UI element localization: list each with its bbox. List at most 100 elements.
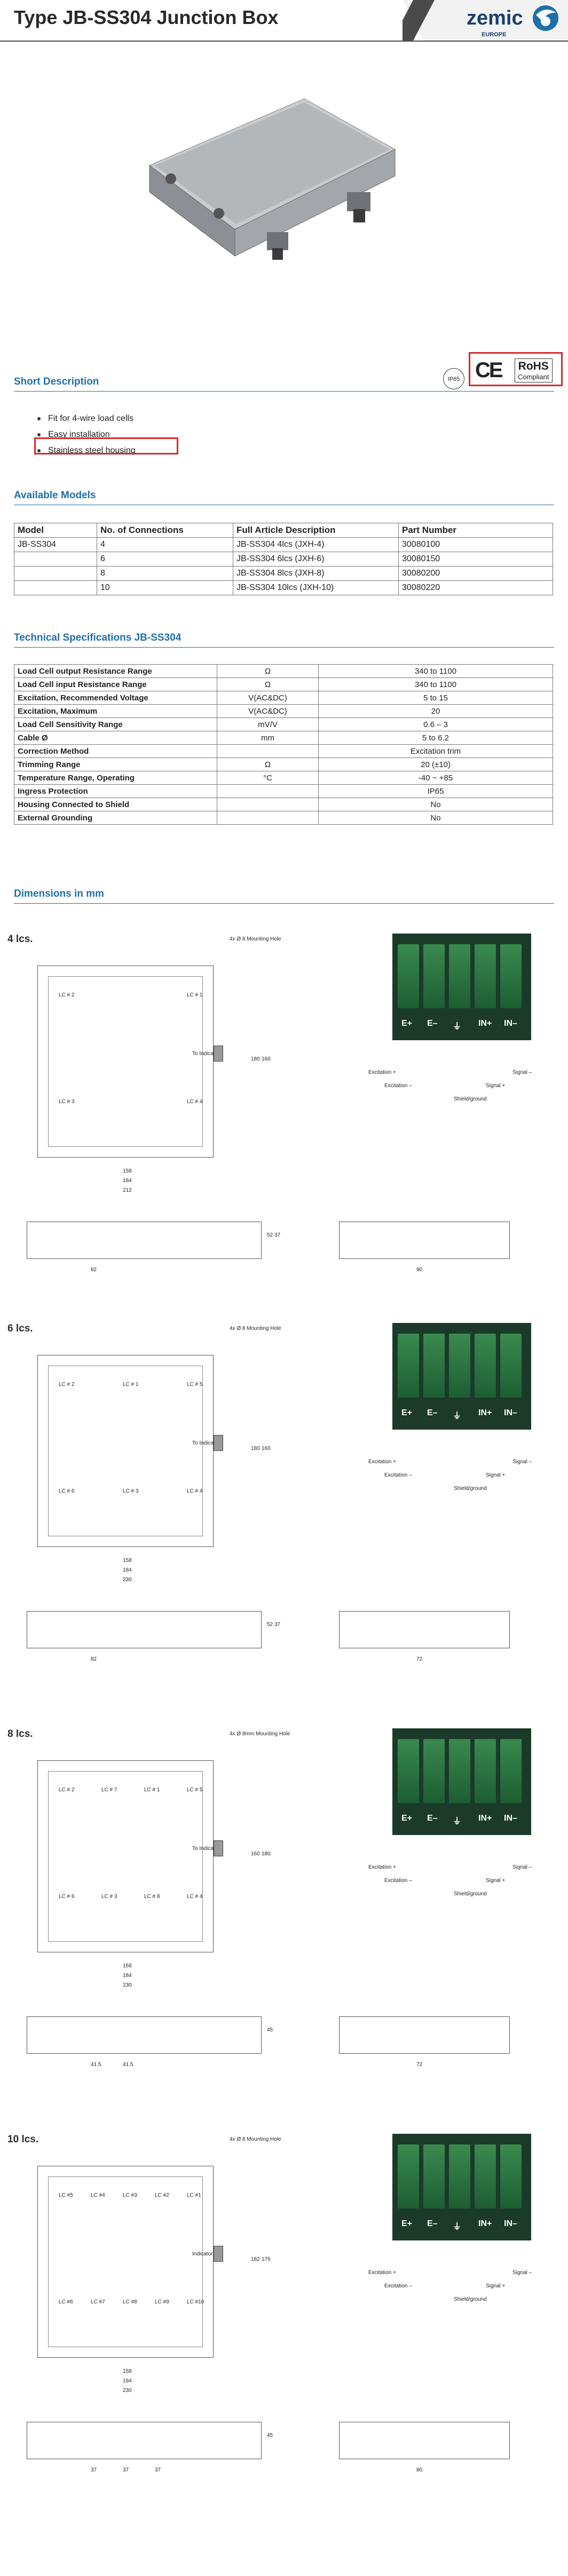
table-cell: 5 to 6.2 xyxy=(318,731,553,745)
wiring-callout: Shield/ground xyxy=(454,1891,487,1897)
table-cell: 30080150 xyxy=(398,552,553,567)
table-cell: -40 ~ +85 xyxy=(318,771,553,785)
dimension-label: 158 xyxy=(123,1168,132,1174)
zemic-logo: zemic EUROPE xyxy=(403,0,568,41)
end-view-drawing xyxy=(339,2016,510,2054)
load-cell-label: LC #6 xyxy=(59,2299,73,2305)
dimension-label: 52 xyxy=(267,1622,273,1628)
table-cell: No xyxy=(318,797,553,811)
divider xyxy=(14,903,554,904)
terminal-label: ⏚ xyxy=(453,1022,462,1031)
table-cell xyxy=(14,580,97,595)
load-cell-label: LC #5 xyxy=(59,2192,73,2198)
mounting-hole-label: 4x Ø 8 Mounting Hole xyxy=(230,1326,281,1331)
load-cell-label: LC # 1 xyxy=(123,1382,139,1387)
dimension-label: 37 xyxy=(274,1622,281,1628)
end-view-drawing xyxy=(339,1222,510,1259)
wiring-callout: Excitation – xyxy=(384,1878,412,1884)
terminal-label: IN– xyxy=(504,2219,517,2228)
dimension-label: 41.5 xyxy=(91,2062,101,2068)
dimension-label: 160 xyxy=(262,1056,271,1062)
table-cell: Excitation, Maximum xyxy=(14,704,217,718)
dimension-label: 37 xyxy=(91,2467,97,2473)
load-cell-label: LC # 3 xyxy=(59,1099,75,1105)
terminal-slot xyxy=(398,1334,419,1398)
load-cell-label: LC # 7 xyxy=(101,1787,117,1793)
section-title: 6 lcs. xyxy=(7,1323,33,1334)
dimension-label: 180 xyxy=(251,1056,260,1062)
dimension-label: 41.5 xyxy=(123,2062,133,2068)
table-cell xyxy=(217,784,319,798)
terminal-label: IN+ xyxy=(478,1408,492,1417)
table-cell: V(AC&DC) xyxy=(217,704,319,718)
wiring-callout: Signal – xyxy=(512,1070,532,1075)
wiring-callout: Shield/ground xyxy=(454,1096,487,1102)
load-cell-label: LC # 6 xyxy=(59,1894,75,1900)
end-view-drawing xyxy=(339,2422,510,2459)
terminal-slot xyxy=(398,944,419,1008)
table-cell: °C xyxy=(217,771,319,785)
indicator-label: Indicator xyxy=(192,2251,213,2257)
table-row: Temperature Range, Operating°C-40 ~ +85 xyxy=(14,771,553,785)
feature-list: Fit for 4-wire load cells Easy installat… xyxy=(37,411,136,459)
section-title: 8 lcs. xyxy=(7,1728,33,1740)
wiring-callout: Signal – xyxy=(512,1864,532,1870)
table-cell xyxy=(217,797,319,811)
load-cell-label: LC #4 xyxy=(91,2192,105,2198)
load-cell-label: LC #2 xyxy=(155,2192,169,2198)
load-cell-label: LC # 2 xyxy=(59,992,75,998)
wiring-callout: Signal + xyxy=(486,1083,506,1089)
table-cell: V(AC&DC) xyxy=(217,691,319,705)
load-cell-label: LC # 3 xyxy=(123,1488,139,1494)
table-cell xyxy=(217,744,319,758)
table-cell: mm xyxy=(217,731,319,745)
dimension-label: 176 xyxy=(262,2256,271,2262)
front-view-drawing xyxy=(27,2016,262,2054)
terminal-slot xyxy=(500,1739,522,1803)
terminal-label: IN+ xyxy=(478,1019,492,1028)
load-cell-label: LC # 1 xyxy=(187,992,203,998)
table-cell: Load Cell output Resistance Range xyxy=(14,664,217,678)
dimension-label: 52 xyxy=(267,1232,273,1238)
wiring-callout: Signal – xyxy=(512,2270,532,2276)
wiring-callout: Excitation + xyxy=(368,1459,396,1465)
dimension-label: 82 xyxy=(91,1267,97,1273)
load-cell-label: LC # 4 xyxy=(187,1894,203,1900)
dimension-label: 230 xyxy=(123,1982,132,1988)
housing-outline xyxy=(48,2176,203,2347)
wiring-callout: Shield/ground xyxy=(454,1486,487,1492)
dimension-label: 184 xyxy=(123,1567,132,1573)
cable-gland-icon xyxy=(214,2246,223,2262)
terminal-slot xyxy=(500,1334,522,1398)
terminal-slot xyxy=(475,2144,496,2208)
load-cell-label: LC #1 xyxy=(187,2192,201,2198)
cable-gland xyxy=(267,232,288,260)
table-cell: Load Cell Sensitivity Range xyxy=(14,717,217,731)
terminal-label: IN– xyxy=(504,1408,517,1417)
terminal-label: E+ xyxy=(401,1408,413,1417)
table-cell: External Grounding xyxy=(14,811,217,825)
dimension-label: 182 xyxy=(251,2256,260,2262)
wiring-callout: Excitation – xyxy=(384,2283,412,2289)
terminal-label: IN– xyxy=(504,1019,517,1028)
table-cell: No xyxy=(318,811,553,825)
table-cell: JB-SS304 4lcs (JXH-4) xyxy=(233,537,399,552)
divider xyxy=(14,391,554,392)
product-photo xyxy=(149,98,396,260)
wiring-callout: Signal – xyxy=(512,1459,532,1465)
cable-gland-icon xyxy=(214,1435,223,1451)
dimension-label: 180 xyxy=(262,1851,271,1857)
ip65-badge: IP65 xyxy=(443,368,464,389)
table-cell: Cable Ø xyxy=(14,731,217,745)
terminal-slot xyxy=(500,944,522,1008)
svg-text:zemic: zemic xyxy=(467,7,523,29)
